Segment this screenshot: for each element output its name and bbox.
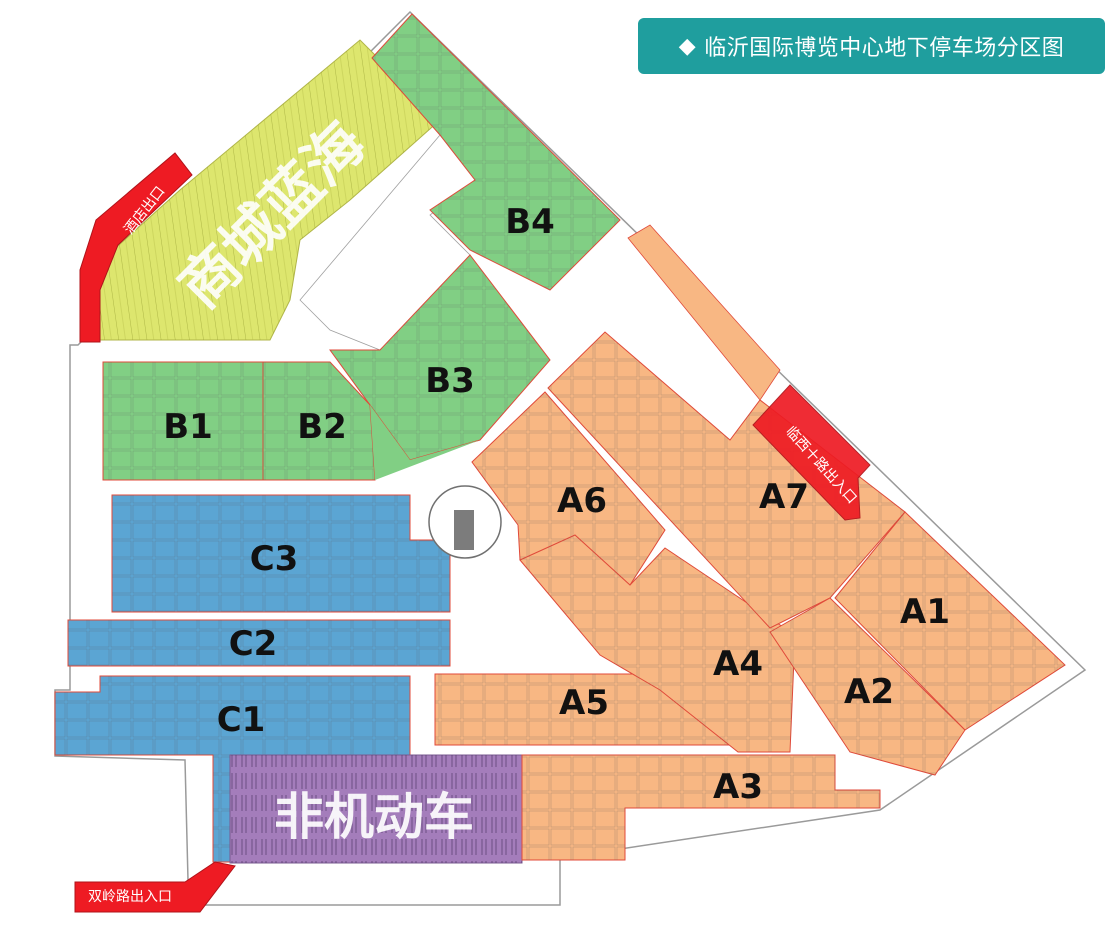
- zone-label-a2: A2: [844, 672, 894, 712]
- zone-label-a4: A4: [713, 644, 763, 684]
- shuangling-entrance-ramp[interactable]: 双岭路出入口: [74, 861, 236, 913]
- zone-a4[interactable]: [519, 534, 796, 753]
- circular-ramp: [428, 485, 502, 559]
- zone-non-motor[interactable]: [229, 754, 523, 864]
- zone-a3[interactable]: [521, 754, 881, 861]
- diamond-icon: ◆: [678, 33, 697, 59]
- map-title: ◆ 临沂国际博览中心地下停车场分区图: [638, 18, 1105, 74]
- zone-a6[interactable]: [471, 391, 666, 586]
- zone-label-b1: B1: [163, 407, 213, 447]
- zone-label-c3: C3: [250, 539, 299, 579]
- map-title-text: 临沂国际博览中心地下停车场分区图: [704, 36, 1065, 61]
- zone-c1[interactable]: [54, 675, 411, 863]
- zone-c3[interactable]: [111, 494, 451, 613]
- non-motor-label: 非机动车: [274, 788, 474, 846]
- zone-label-c1: C1: [217, 700, 266, 740]
- zone-b4[interactable]: [371, 13, 621, 291]
- zone-label-b3: B3: [425, 361, 475, 401]
- zone-mall[interactable]: [99, 39, 441, 341]
- zone-label-b4: B4: [505, 202, 555, 242]
- zone-label-c2: C2: [229, 624, 278, 664]
- zone-c2[interactable]: [67, 619, 451, 667]
- zone-label-a6: A6: [557, 481, 607, 521]
- zone-label-a7: A7: [759, 477, 809, 517]
- zone-a1[interactable]: [834, 511, 1066, 731]
- zone-b3-lower: [370, 405, 480, 480]
- zone-a2[interactable]: [769, 597, 966, 776]
- zone-label-a1: A1: [900, 592, 950, 632]
- zone-label-a3: A3: [713, 767, 763, 807]
- zone-b1[interactable]: [102, 361, 264, 481]
- zone-a5[interactable]: [434, 673, 737, 746]
- zone-a7[interactable]: [547, 224, 906, 629]
- zone-label-a5: A5: [559, 683, 609, 723]
- shuangling-entrance-label: 双岭路出入口: [88, 889, 172, 905]
- zone-b2[interactable]: [262, 361, 376, 481]
- zone-label-b2: B2: [297, 407, 347, 447]
